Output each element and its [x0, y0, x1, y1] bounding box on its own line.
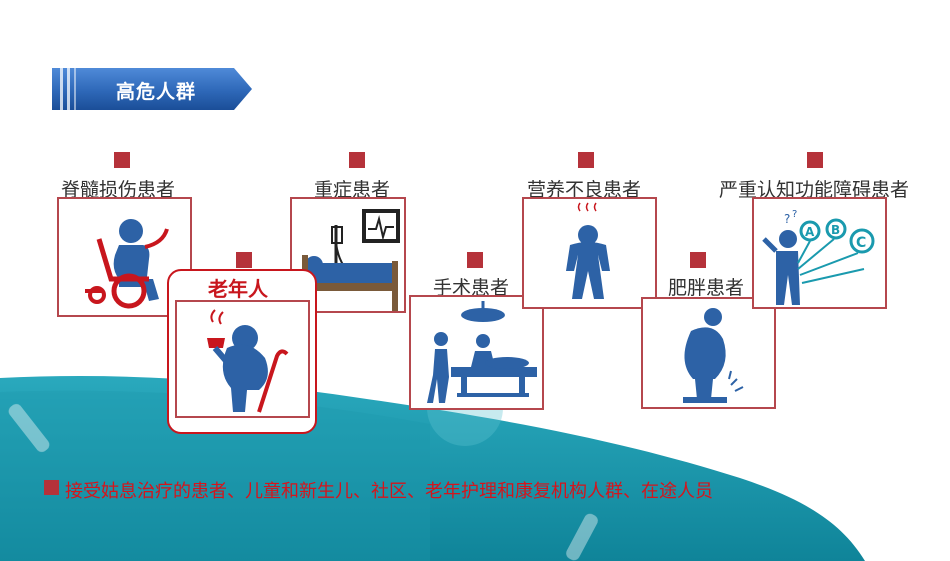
elderly-with-cane-icon: [207, 309, 289, 413]
confused-person-abc-icon: ? ? A B C: [762, 209, 875, 305]
svg-text:B: B: [831, 223, 840, 237]
exhausted-person-icon: [566, 202, 610, 299]
card-surgery: [409, 295, 544, 410]
svg-text:A: A: [805, 225, 815, 239]
label-cognitive: 严重认知功能障碍患者: [719, 179, 910, 201]
label-spinal: 脊髓损伤患者: [61, 179, 176, 201]
footer-marker: [44, 480, 59, 495]
label-surgery: 手术患者: [433, 277, 510, 299]
label-critical: 重症患者: [314, 179, 391, 201]
marker-critical: [349, 152, 365, 168]
marker-spinal: [114, 152, 130, 168]
card-elderly: [175, 300, 310, 418]
marker-surgery: [467, 252, 483, 268]
obese-person-scale-icon: [683, 308, 744, 403]
label-elderly: 老年人: [208, 277, 268, 301]
footer-note: 接受姑息治疗的患者、儿童和新生儿、社区、老年护理和康复机构人群、在途人员: [65, 481, 713, 502]
svg-text:C: C: [856, 235, 866, 251]
marker-elderly: [236, 252, 252, 268]
card-malnutrition: [522, 197, 657, 309]
marker-cognitive: [807, 152, 823, 168]
section-title-banner: 高危人群: [52, 68, 252, 110]
card-obesity: [641, 297, 776, 409]
svg-text:?: ?: [784, 212, 790, 226]
label-obesity: 肥胖患者: [668, 277, 745, 299]
label-malnutrition: 营养不良患者: [527, 179, 642, 201]
operating-room-icon: [427, 301, 537, 403]
marker-malnutrition: [578, 152, 594, 168]
wheelchair-patient-icon: [85, 219, 169, 309]
card-cognitive: ? ? A B C: [752, 197, 887, 309]
marker-obesity: [690, 252, 706, 268]
svg-text:?: ?: [792, 209, 797, 220]
section-title: 高危人群: [116, 81, 197, 103]
